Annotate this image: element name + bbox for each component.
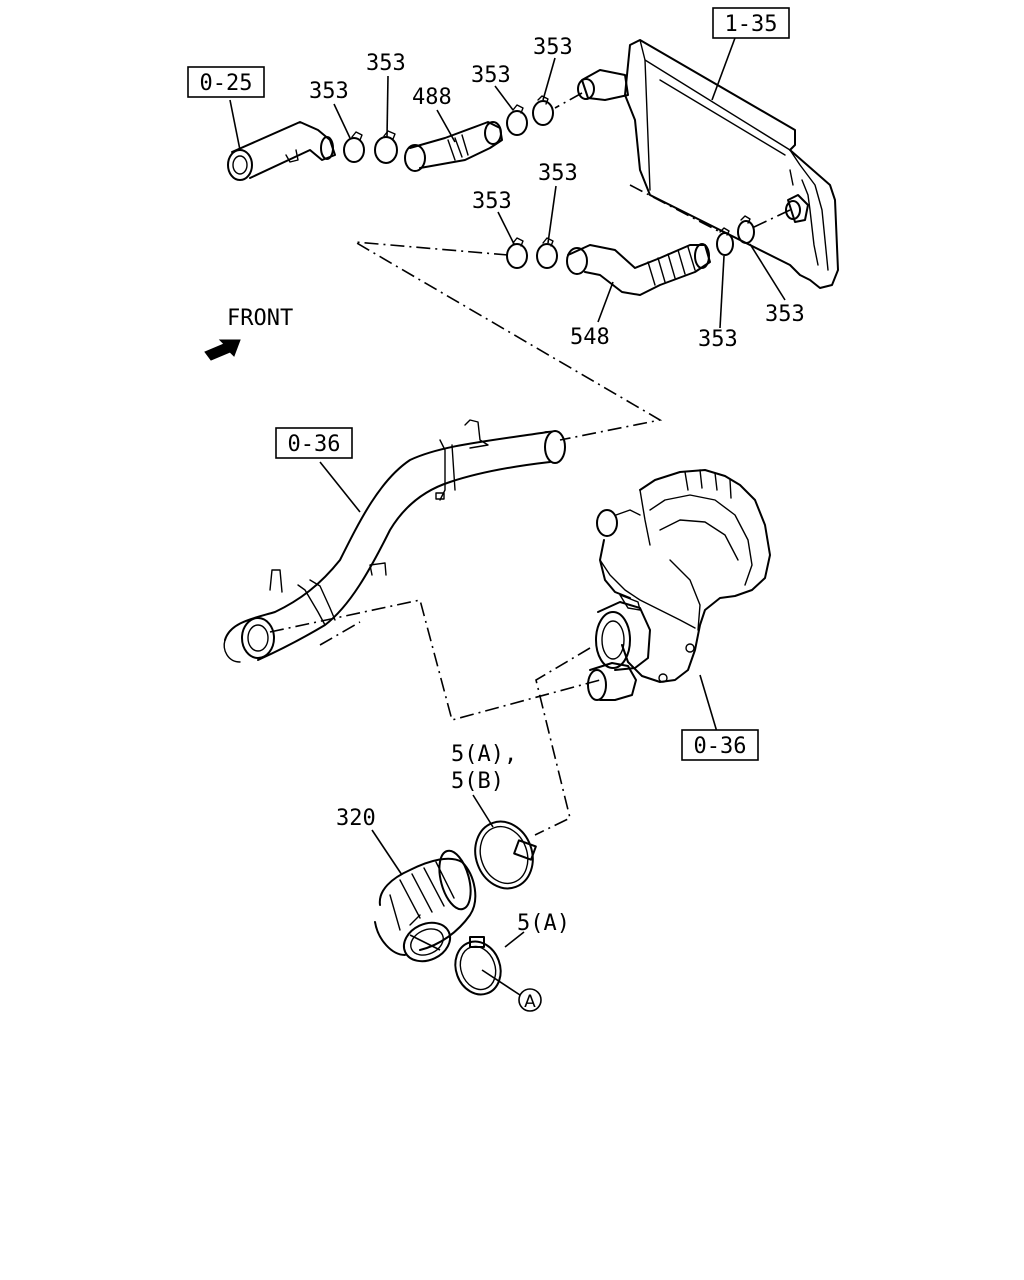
ref-box-0-25-text: 0-25: [200, 71, 253, 96]
callout-a-text: A: [524, 992, 536, 1012]
intercooler: [577, 39, 839, 289]
long-pipe: [223, 419, 566, 663]
callout-353: 353: [366, 51, 406, 76]
ref-box-0-36-right-text: 0-36: [694, 734, 747, 759]
callout-320: 320: [336, 806, 376, 831]
hose-320: [374, 849, 477, 963]
ref-box-0-25: 0-25: [187, 66, 265, 98]
callout-5a-5b-line1: 5(A),: [451, 742, 517, 767]
clamp-5a-5b: [474, 820, 537, 890]
assembly-lines: [269, 92, 791, 836]
front-label: FRONT: [227, 306, 293, 331]
callout-548: 548: [570, 325, 610, 350]
callout-353: 353: [538, 161, 578, 186]
callout-5a-5b-line2: 5(B): [451, 769, 504, 794]
callout-353: 353: [472, 189, 512, 214]
clamp-5a: [454, 936, 502, 996]
ref-box-1-35: 1-35: [712, 7, 790, 39]
ref-box-1-35-text: 1-35: [725, 12, 778, 37]
callout-353: 353: [765, 302, 805, 327]
front-arrow-icon: [204, 339, 241, 361]
hose-548: [566, 243, 711, 296]
ref-box-0-36-left-text: 0-36: [288, 432, 341, 457]
upper-pipe: [227, 121, 336, 181]
callout-353: 353: [471, 63, 511, 88]
callout-5a: 5(A): [517, 911, 570, 936]
hose-488: [404, 121, 503, 172]
leader-lines: [229, 37, 786, 996]
clamps-353: [343, 95, 755, 269]
callout-353: 353: [698, 327, 738, 352]
callout-353: 353: [533, 35, 573, 60]
turbocharger: [587, 469, 771, 701]
callout-353: 353: [309, 79, 349, 104]
ref-box-0-36-right: 0-36: [681, 729, 759, 761]
ref-box-0-36-left: 0-36: [275, 427, 353, 459]
callout-488: 488: [412, 85, 452, 110]
callout-a-circle: A: [518, 988, 542, 1012]
